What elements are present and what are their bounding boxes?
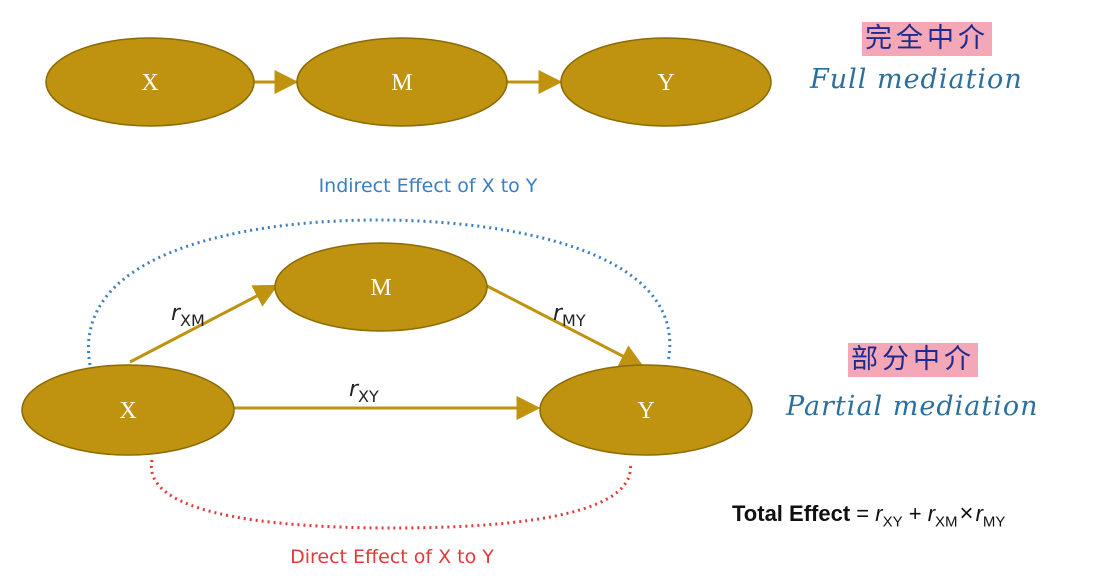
edge-x-m [129,284,279,364]
full-node-m [296,37,508,127]
path-label-my-r: r [553,301,564,326]
total-effect-formula: Total Effect = rXY + rXM×rMY [732,500,1005,530]
direct-effect-label: Direct Effect of X to Y [290,546,494,568]
formula-term3-sub: MY [982,513,1006,531]
node-x-label: X [119,398,136,424]
path-label-xy: rXY [349,377,379,406]
indirect-effect-label: Indirect Effect of X to Y [319,175,538,197]
indirect-effect-arc [86,218,672,366]
path-label-xm-sub: XM [180,311,205,330]
path-label-xy-r: r [349,377,360,402]
full-mediation-cn-title: 完全中介 [862,22,992,56]
path-label-my-sub: MY [562,311,586,330]
formula-term1-sub: XY [882,513,903,531]
formula-equals: = [856,501,870,526]
path-label-xm: rXM [171,301,205,330]
node-x [21,364,235,456]
node-y-label: Y [637,398,654,424]
path-label-my: rMY [553,301,586,330]
formula-times: × [959,500,974,527]
formula-plus: + [908,501,922,526]
full-node-x [45,37,255,127]
formula-term3-r: r [975,501,983,526]
node-m-label: M [370,275,391,301]
full-node-y [560,37,772,127]
path-label-xy-sub: XY [358,387,379,406]
full-mediation-en-title: Full mediation [810,64,1023,95]
partial-mediation-cn-title: 部分中介 [848,343,978,377]
formula-label: Total Effect [732,501,851,526]
path-label-xm-r: r [171,301,182,326]
full-node-x-label: X [141,70,158,96]
direct-effect-arc [150,459,632,530]
node-y [539,364,753,456]
edge-m-y [486,284,645,368]
full-node-m-label: M [391,70,412,96]
formula-term2-r: r [927,501,936,526]
partial-mediation-en-title: Partial mediation [786,391,1039,422]
full-node-y-label: Y [657,70,674,96]
formula-term1-r: r [875,501,883,526]
node-m [274,242,488,332]
formula-term2-sub: XM [935,513,958,531]
